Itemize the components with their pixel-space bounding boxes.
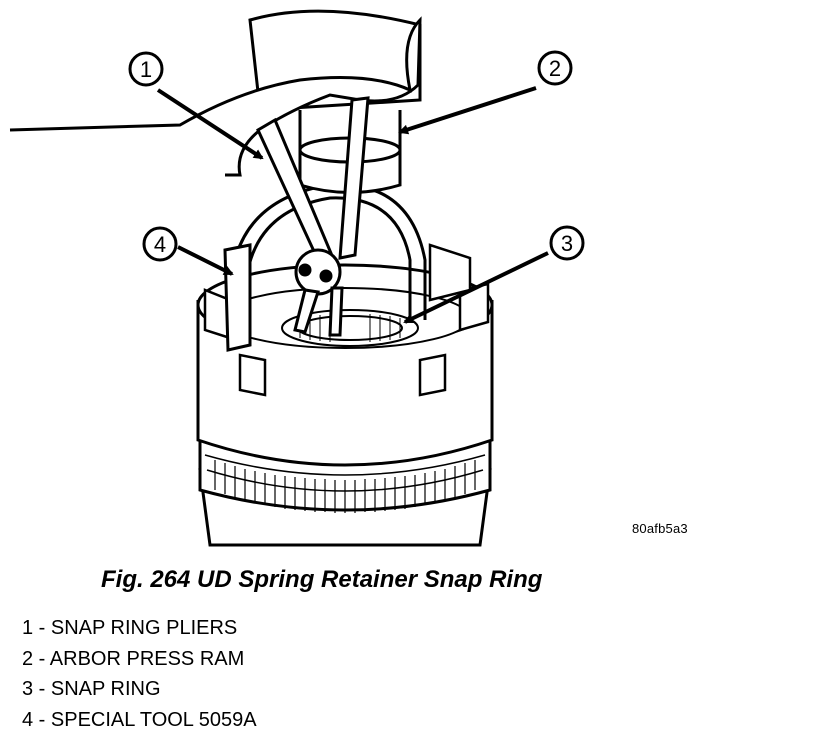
callout-2: 2: [539, 52, 571, 84]
legend-item: 2 - ARBOR PRESS RAM: [22, 644, 257, 675]
legend-item: 3 - SNAP RING: [22, 674, 257, 705]
callout-4: 4: [144, 228, 176, 260]
snap-ring-illustration: 1 2 3 4: [0, 0, 816, 560]
image-reference-code: 80afb5a3: [632, 521, 688, 536]
callout-4-label: 4: [154, 232, 166, 257]
callout-3: 3: [551, 227, 583, 259]
callout-3-label: 3: [561, 231, 573, 256]
callout-1-label: 1: [140, 57, 152, 82]
callout-2-label: 2: [549, 56, 561, 81]
callout-1: 1: [130, 53, 162, 85]
legend-item: 1 - SNAP RING PLIERS: [22, 613, 257, 644]
legend: 1 - SNAP RING PLIERS 2 - ARBOR PRESS RAM…: [22, 613, 257, 735]
figure-caption: Fig. 264 UD Spring Retainer Snap Ring: [101, 566, 542, 594]
legend-item: 4 - SPECIAL TOOL 5059A: [22, 705, 257, 735]
